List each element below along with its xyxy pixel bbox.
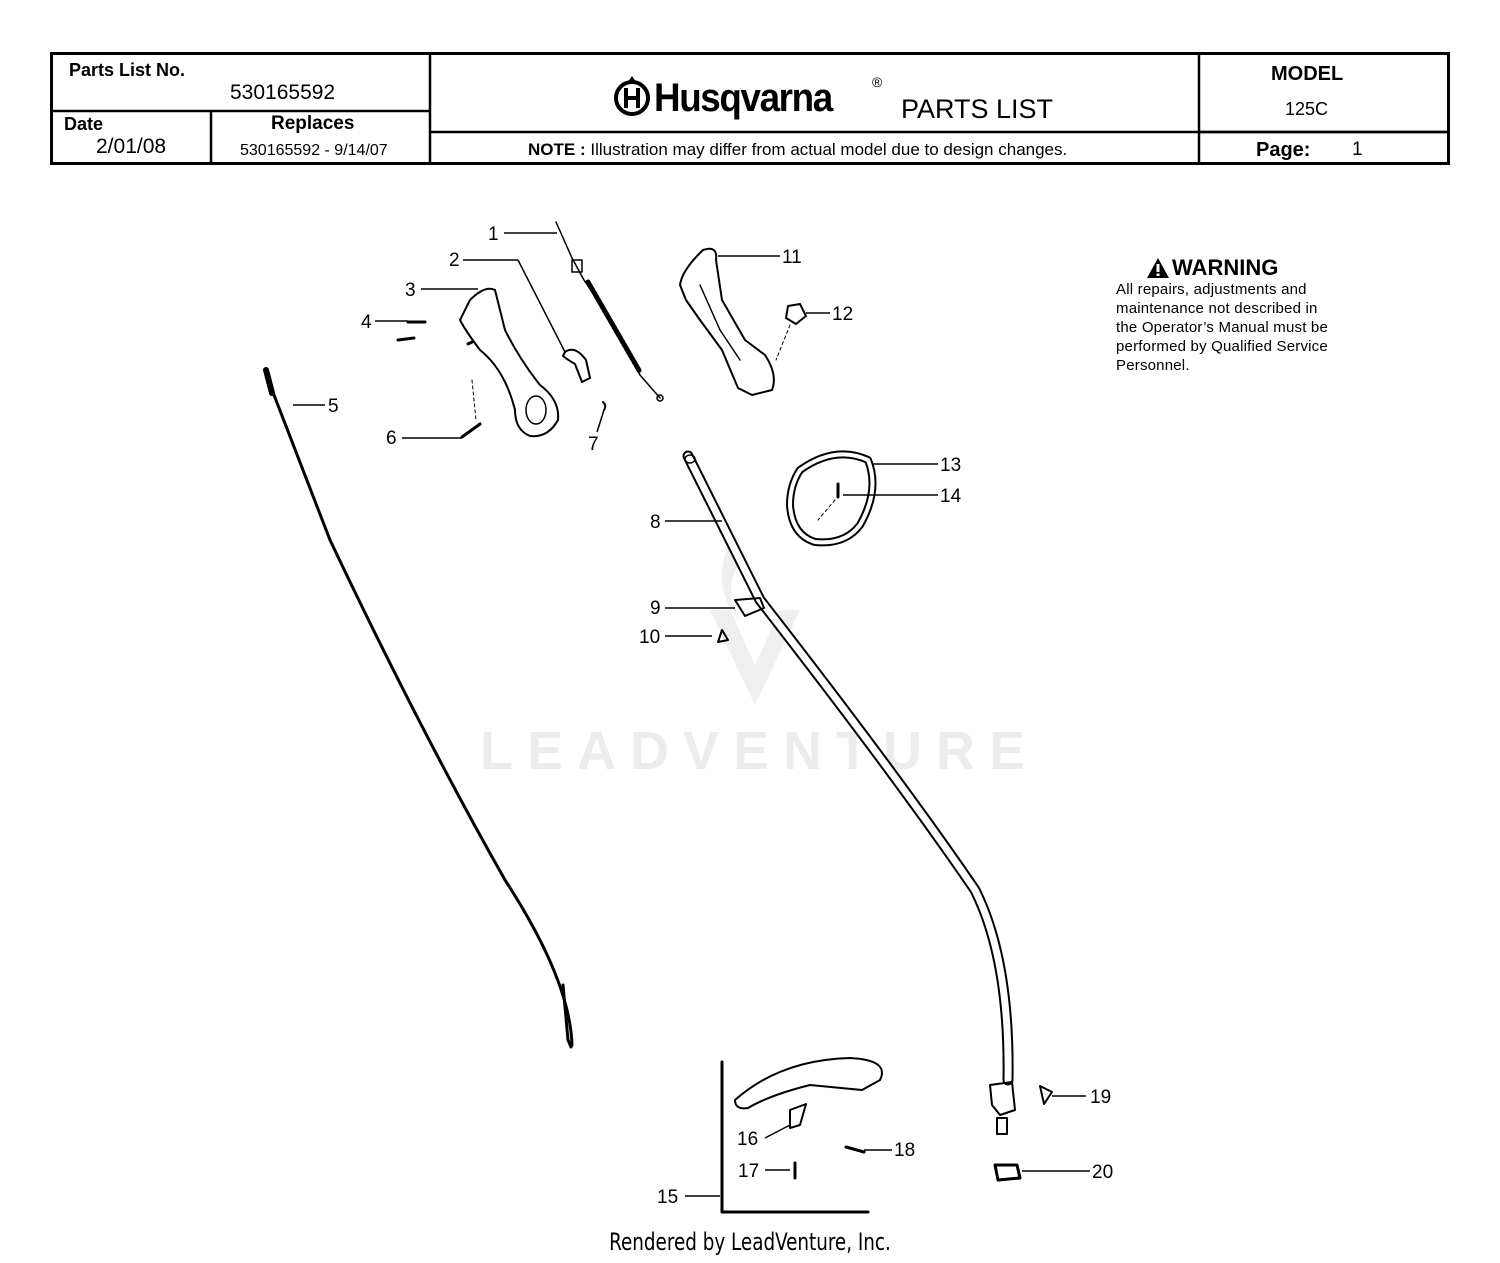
callout-19: 19 — [1090, 1087, 1111, 1108]
header-table: Parts List No. 530165592 Date 2/01/08 Re… — [50, 52, 1450, 165]
callout-11: 11 — [782, 247, 802, 268]
warning-title: WARNING — [1172, 255, 1279, 280]
callout-18: 18 — [894, 1140, 915, 1161]
parts-list-label: Parts List No. — [69, 60, 186, 80]
document-title: PARTS LIST — [901, 94, 1054, 124]
callout-15: 15 — [657, 1187, 678, 1208]
part-drive-shaft — [266, 370, 574, 1047]
brand-name: Husqvarna — [654, 76, 833, 120]
warning-text: All repairs, adjustments and maintenance… — [1116, 280, 1376, 375]
part-handle-housing — [459, 287, 560, 438]
page-number: 1 — [1352, 139, 1363, 160]
replaces-value: 530165592 - 9/14/07 — [240, 142, 388, 159]
part-throttle-cable — [555, 221, 661, 399]
part-clamp — [734, 597, 765, 617]
warning-line: All repairs, adjustments and — [1116, 281, 1307, 298]
part-throttle-trigger — [562, 348, 591, 383]
model-label: MODEL — [1271, 63, 1344, 85]
warning-line: maintenance not described in — [1116, 300, 1318, 317]
callout-2: 2 — [449, 250, 460, 271]
warning-notice: WARNING All repairs, adjustments and mai… — [1116, 256, 1376, 375]
page-label: Page: — [1256, 139, 1311, 161]
watermark: LEADVENTURE — [480, 721, 1040, 781]
callout-17: 17 — [738, 1161, 759, 1182]
part-handle-half — [679, 247, 775, 396]
warning-line: performed by Qualified Service — [1116, 338, 1328, 355]
replaces-label: Replaces — [271, 113, 355, 134]
callout-9: 9 — [650, 598, 661, 619]
callout-4: 4 — [361, 312, 372, 333]
callout-14: 14 — [940, 486, 962, 507]
warning-triangle-icon — [1147, 258, 1169, 278]
model-value: 125C — [1285, 99, 1329, 119]
note-text: Illustration may differ from actual mode… — [590, 140, 1068, 159]
header-grid — [50, 52, 1450, 165]
date-label: Date — [64, 114, 104, 134]
callout-3: 3 — [405, 280, 416, 301]
date-value: 2/01/08 — [96, 135, 167, 158]
callout-10: 10 — [639, 627, 660, 648]
callout-16: 16 — [737, 1129, 758, 1150]
footer-credit: Rendered by LeadVenture, Inc. — [609, 1228, 891, 1256]
note: NOTE : Illustration may differ from actu… — [528, 140, 1067, 160]
callout-1: 1 — [488, 224, 499, 245]
husqvarna-crown-logo-icon — [613, 74, 651, 116]
warning-line: the Operator’s Manual must be — [1116, 319, 1329, 336]
callout-8: 8 — [650, 512, 661, 533]
parts-list-number: 530165592 — [230, 81, 336, 104]
callout-6: 6 — [386, 428, 397, 449]
callout-7: 7 — [588, 434, 599, 455]
callout-20: 20 — [1092, 1162, 1113, 1183]
callout-5: 5 — [328, 396, 339, 417]
callout-13: 13 — [940, 455, 961, 476]
note-label: NOTE : — [528, 140, 586, 159]
warning-line: Personnel. — [1116, 357, 1190, 374]
registered-mark: ® — [872, 74, 883, 90]
callout-12: 12 — [832, 304, 853, 325]
part-guard — [734, 1057, 883, 1110]
